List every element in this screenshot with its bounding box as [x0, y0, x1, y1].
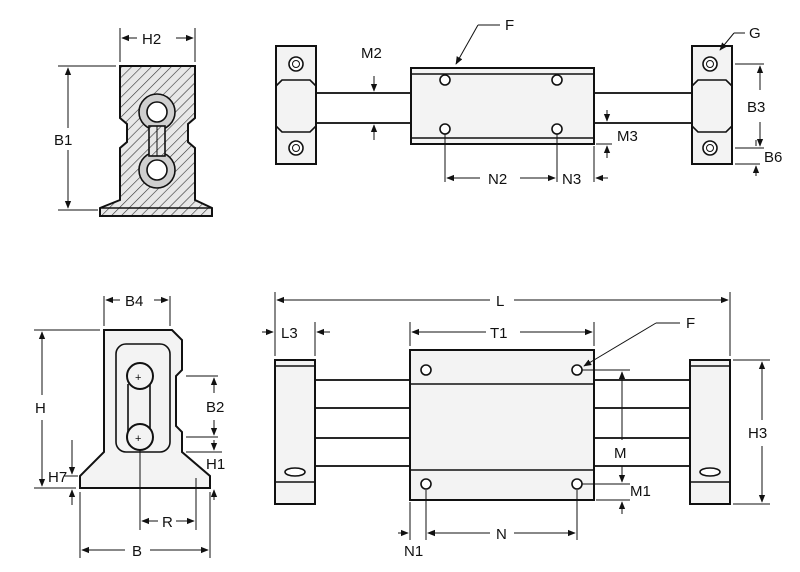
end-view: + + B4 H H7 B2 H1 R — [34, 293, 225, 560]
label-b2: B2 — [206, 399, 224, 416]
label-h2: H2 — [142, 31, 161, 48]
label-h7: H7 — [48, 469, 67, 486]
svg-text:+: + — [135, 433, 141, 445]
label-f-bottom: F — [686, 315, 695, 332]
label-m3: M3 — [617, 128, 638, 145]
label-b1: B1 — [54, 132, 72, 149]
section-ring-bottom-inner — [146, 159, 168, 181]
label-b: B — [132, 543, 142, 560]
label-b6: B6 — [764, 149, 782, 166]
top-end-block-left — [274, 359, 316, 505]
label-g: G — [749, 25, 761, 42]
label-n: N — [496, 526, 507, 543]
end-shaft-top — [126, 362, 154, 390]
top-end-block-right — [689, 359, 731, 505]
side-carriage — [410, 67, 595, 145]
label-f-top: F — [505, 17, 514, 34]
label-b3: B3 — [747, 99, 765, 116]
label-h3: H3 — [748, 425, 767, 442]
label-t1: T1 — [490, 325, 508, 342]
end-block — [79, 329, 211, 489]
section-view: H2 B1 — [54, 28, 213, 217]
label-h: H — [35, 400, 46, 417]
section-ring-top-inner — [146, 101, 168, 123]
label-n1: N1 — [404, 543, 423, 560]
label-m: M — [614, 445, 627, 462]
label-b4: B4 — [125, 293, 143, 310]
end-inner-frame — [115, 343, 171, 453]
label-n2: N2 — [488, 171, 507, 188]
side-rod-right — [593, 92, 693, 124]
svg-text:+: + — [135, 372, 141, 384]
label-l3: L3 — [281, 325, 298, 342]
label-h1: H1 — [206, 456, 225, 473]
side-end-block-right — [691, 45, 733, 165]
side-end-block-left — [275, 45, 317, 165]
side-view: F G M2 M3 B3 B6 N2 N3 — [275, 17, 782, 188]
top-view: L L3 T1 F M M1 H3 — [262, 292, 770, 560]
side-rod-left — [315, 92, 412, 124]
label-m1: M1 — [630, 483, 651, 500]
top-carriage — [409, 349, 595, 501]
label-l: L — [496, 293, 504, 310]
label-m2: M2 — [361, 45, 382, 62]
label-r: R — [162, 514, 173, 531]
label-n3: N3 — [562, 171, 581, 188]
